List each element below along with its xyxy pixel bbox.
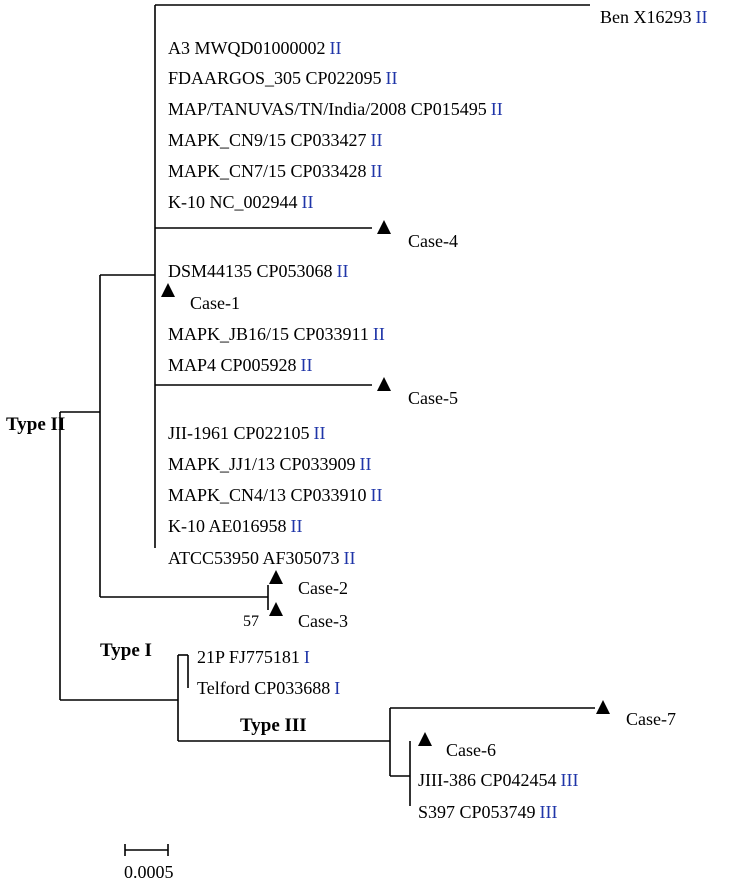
clade-labels: Type II Type I Type III	[6, 414, 307, 736]
type2-clade-label: Type II	[6, 414, 65, 435]
case3-marker	[269, 602, 283, 616]
case5-label: Case-5	[408, 388, 458, 408]
leaf-label: S397 CP053749 III	[418, 802, 558, 822]
type3-clade-label: Type III	[240, 715, 307, 736]
case2-marker	[269, 570, 283, 584]
leaf-label: MAPK_CN9/15 CP033427 II	[168, 130, 383, 150]
leaf-label: K-10 AE016958 II	[168, 516, 303, 536]
leaf-label: A3 MWQD01000002 II	[168, 38, 342, 58]
leaf-label: MAP4 CP005928 II	[168, 355, 313, 375]
case-markers	[161, 220, 610, 746]
leaf-label: JIII-386 CP042454 III	[418, 770, 578, 790]
leaf-label: K-10 NC_002944 II	[168, 192, 314, 212]
case6-label: Case-6	[446, 740, 496, 760]
type1-clade-label: Type I	[100, 640, 152, 661]
leaf-label: MAPK_JJ1/13 CP033909 II	[168, 454, 372, 474]
leaf-label: MAPK_JB16/15 CP033911 II	[168, 324, 385, 344]
case4-marker	[377, 220, 391, 234]
case1-label: Case-1	[190, 293, 240, 313]
case7-label: Case-7	[626, 709, 676, 729]
case6-marker	[418, 732, 432, 746]
leaf-label: JII-1961 CP022105 II	[168, 423, 326, 443]
leaf-label: 21P FJ775181 I	[197, 647, 310, 667]
case5-marker	[377, 377, 391, 391]
leaf-label: DSM44135 CP053068 II	[168, 261, 349, 281]
leaf-label: MAPK_CN7/15 CP033428 II	[168, 161, 383, 181]
case2-label: Case-2	[298, 578, 348, 598]
leaf-label: FDAARGOS_305 CP022095 II	[168, 68, 398, 88]
bootstrap-value: 57	[243, 613, 259, 630]
scale-bar-label: 0.0005	[124, 862, 174, 882]
leaf-label: MAP/TANUVAS/TN/India/2008 CP015495 II	[168, 99, 503, 119]
case4-label: Case-4	[408, 231, 458, 251]
case3-label: Case-3	[298, 611, 348, 631]
leaf-label: Ben X16293 II	[600, 7, 708, 27]
tree-branches	[59, 4, 595, 856]
case7-marker	[596, 700, 610, 714]
case-labels: Case-4 Case-1 Case-5 Case-2 Case-3 Case-…	[190, 231, 676, 760]
leaf-label: Telford CP033688 I	[197, 678, 340, 698]
leaf-label: MAPK_CN4/13 CP033910 II	[168, 485, 383, 505]
leaf-label: ATCC53950 AF305073 II	[168, 548, 356, 568]
leaf-labels: Ben X16293 II A3 MWQD01000002 II FDAARGO…	[168, 7, 708, 822]
case1-marker	[161, 283, 175, 297]
